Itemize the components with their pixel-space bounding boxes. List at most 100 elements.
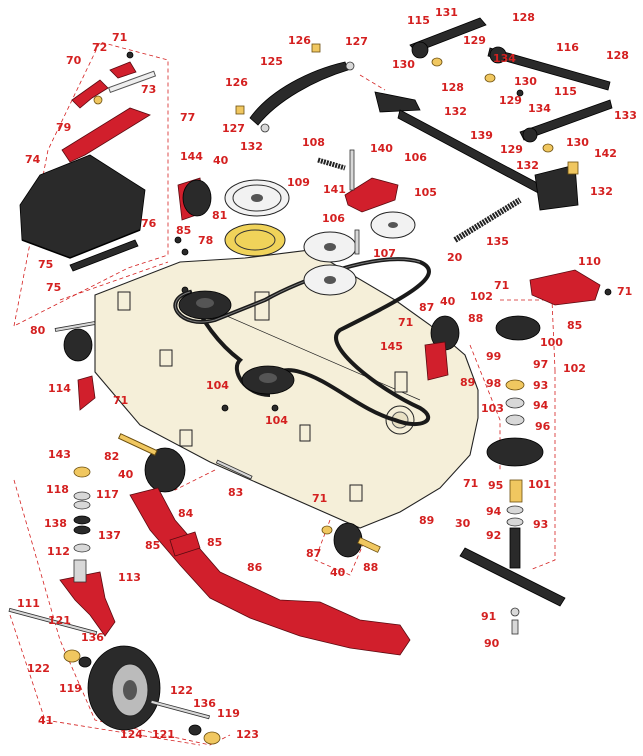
deck-spindle-pulleys: [178, 290, 295, 395]
callout-130: 130: [514, 75, 537, 88]
callout-91: 91: [481, 610, 496, 623]
callout-102: 102: [470, 290, 493, 303]
callout-110: 110: [578, 255, 601, 268]
callout-145: 145: [380, 340, 403, 353]
callout-104: 104: [206, 379, 229, 392]
front-caster-bracket: [177, 177, 212, 221]
callout-101: 101: [528, 478, 551, 491]
callout-115: 115: [554, 85, 577, 98]
callout-119: 119: [217, 707, 240, 720]
callout-20: 20: [447, 251, 463, 264]
callout-40: 40: [118, 468, 134, 481]
idler-pulleys: [224, 179, 416, 296]
callout-75: 75: [38, 258, 53, 271]
callout-124: 124: [120, 728, 143, 741]
callout-129: 129: [463, 34, 486, 47]
callout-125: 125: [260, 55, 283, 68]
callout-115: 115: [407, 14, 430, 27]
callout-96: 96: [535, 420, 551, 433]
callout-113: 113: [118, 571, 141, 584]
callout-137: 137: [98, 529, 121, 542]
callout-78: 78: [198, 234, 213, 247]
callout-94: 94: [533, 399, 549, 412]
callout-116: 116: [556, 41, 579, 54]
callout-117: 117: [96, 488, 119, 501]
callout-135: 135: [486, 235, 509, 248]
callout-73: 73: [141, 83, 156, 96]
rear-roller: [54, 321, 96, 362]
callout-132: 132: [444, 105, 467, 118]
callout-134: 134: [528, 102, 551, 115]
callout-121: 121: [48, 614, 71, 627]
callout-71: 71: [312, 492, 327, 505]
callout-87: 87: [306, 547, 321, 560]
callout-71: 71: [113, 394, 128, 407]
lower-caster-wheel: [321, 522, 381, 558]
callout-143: 143: [48, 448, 71, 461]
callout-87: 87: [419, 301, 434, 314]
callout-93: 93: [533, 518, 548, 531]
callout-40: 40: [330, 566, 346, 579]
callout-104: 104: [265, 414, 288, 427]
callout-127: 127: [222, 122, 245, 135]
callout-71: 71: [398, 316, 413, 329]
callout-84: 84: [178, 507, 194, 520]
callout-121: 121: [152, 728, 175, 741]
callout-105: 105: [414, 186, 437, 199]
callout-81: 81: [212, 209, 227, 222]
callout-86: 86: [247, 561, 263, 574]
callout-30: 30: [455, 517, 471, 530]
callout-126: 126: [225, 76, 248, 89]
callout-108: 108: [302, 136, 325, 149]
callout-77: 77: [180, 111, 195, 124]
callout-95: 95: [488, 479, 503, 492]
callout-79: 79: [56, 121, 71, 134]
callout-88: 88: [363, 561, 378, 574]
callout-127: 127: [345, 35, 368, 48]
callout-76: 76: [141, 217, 157, 230]
callout-71: 71: [112, 31, 127, 44]
caster-bearing-stack: [73, 466, 91, 553]
callout-103: 103: [481, 402, 504, 415]
callout-71: 71: [494, 279, 509, 292]
callout-144: 144: [180, 150, 203, 163]
callout-129: 129: [500, 143, 523, 156]
right-caster-bracket: [529, 269, 601, 306]
callout-132: 132: [590, 185, 613, 198]
callout-131: 131: [435, 6, 458, 19]
callout-71: 71: [463, 477, 478, 490]
callout-129: 129: [499, 94, 522, 107]
callout-114: 114: [48, 382, 71, 395]
right-spindle-assembly: [424, 315, 566, 635]
callout-90: 90: [484, 637, 500, 650]
callout-85: 85: [567, 319, 582, 332]
callout-89: 89: [419, 514, 434, 527]
callout-109: 109: [287, 176, 310, 189]
callout-82: 82: [104, 450, 119, 463]
callout-85: 85: [176, 224, 191, 237]
callout-92: 92: [486, 529, 501, 542]
callout-140: 140: [370, 142, 393, 155]
callout-139: 139: [470, 129, 493, 142]
callout-41: 41: [38, 714, 53, 727]
callout-111: 111: [17, 597, 40, 610]
callout-72: 72: [92, 41, 107, 54]
callout-75: 75: [46, 281, 61, 294]
callout-102: 102: [563, 362, 586, 375]
lift-linkage: [249, 17, 613, 211]
callout-136: 136: [81, 631, 104, 644]
callout-141: 141: [323, 183, 346, 196]
callout-80: 80: [30, 324, 46, 337]
callout-93: 93: [533, 379, 548, 392]
callout-labels: 71 72 70 73 79 77 74 76 75 75 126 127 12…: [17, 6, 637, 741]
callout-130: 130: [392, 58, 415, 71]
left-caster-wheel: [117, 433, 253, 493]
callout-128: 128: [606, 49, 629, 62]
rear-caster-assembly: [8, 559, 221, 745]
callout-106: 106: [322, 212, 345, 225]
callout-133: 133: [614, 109, 637, 122]
callout-128: 128: [441, 81, 464, 94]
callout-122: 122: [27, 662, 50, 675]
callout-40: 40: [440, 295, 456, 308]
